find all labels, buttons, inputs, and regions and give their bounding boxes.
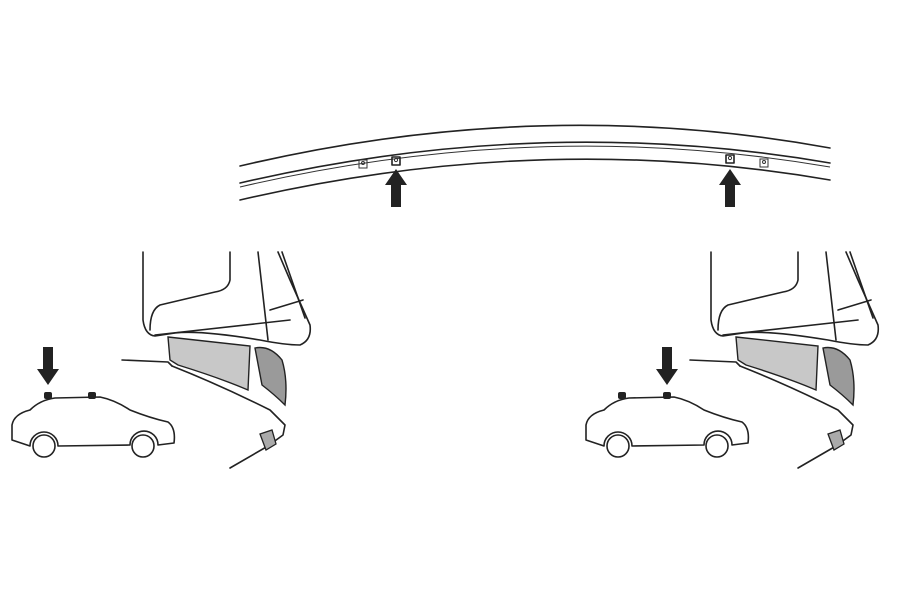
knob-icon bbox=[618, 392, 626, 399]
right-car-icon bbox=[585, 396, 750, 458]
rail-slot-icon bbox=[358, 159, 368, 169]
knob-icon bbox=[88, 392, 96, 399]
left-roof-rack-foot bbox=[121, 251, 312, 469]
knob-icon bbox=[44, 392, 52, 399]
knob-icon bbox=[663, 392, 671, 399]
rail-slot-icon bbox=[759, 158, 769, 168]
up-arrow-icon bbox=[385, 169, 407, 207]
down-arrow-icon bbox=[656, 347, 678, 385]
roof-rail bbox=[239, 124, 831, 207]
down-arrow-icon bbox=[37, 347, 59, 385]
rail-slot-icon bbox=[725, 154, 735, 164]
up-arrow-icon bbox=[719, 169, 741, 207]
left-car-icon bbox=[11, 396, 176, 458]
rail-slot-icon bbox=[391, 156, 401, 166]
